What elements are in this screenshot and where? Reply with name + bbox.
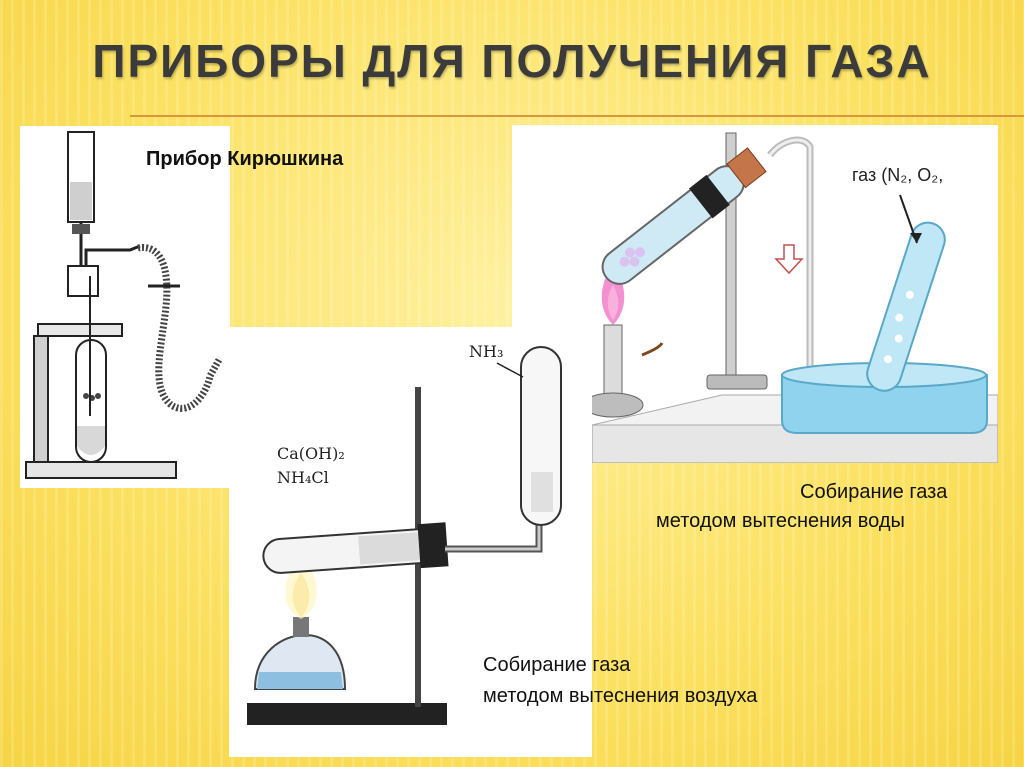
- air-displacement-image: NH₃ Ca(OH)₂ NH₄Cl: [229, 327, 592, 757]
- air-displacement-drawing: NH₃ Ca(OH)₂ NH₄Cl: [247, 342, 562, 725]
- air-caption-line-2: методом вытеснения воздуха: [483, 685, 758, 707]
- slide-title: ПРИБОРЫ ДЛЯ ПОЛУЧЕНИЯ ГАЗА: [92, 35, 932, 87]
- title-divider: [130, 115, 1024, 117]
- water-displacement-drawing: газ (N₂, O₂,: [582, 132, 998, 463]
- product-label: NH₃: [469, 342, 503, 361]
- reagent-2-label: NH₄Cl: [277, 468, 329, 487]
- air-caption-line-1: Собирание газа: [483, 654, 631, 676]
- water-displacement-image: газ (N₂, O₂,: [512, 125, 998, 463]
- kiryushkin-caption: Прибор Кирюшкина: [146, 148, 344, 170]
- kiryushkin-drawing: [25, 131, 224, 479]
- gas-label: газ (N₂, O₂,: [852, 165, 943, 185]
- kiryushkin-apparatus-image: [20, 126, 230, 488]
- reagent-1-label: Ca(OH)₂: [277, 444, 345, 463]
- water-caption-line-2: методом вытеснения воды: [656, 510, 905, 532]
- water-caption-line-1: Собирание газа: [800, 481, 948, 503]
